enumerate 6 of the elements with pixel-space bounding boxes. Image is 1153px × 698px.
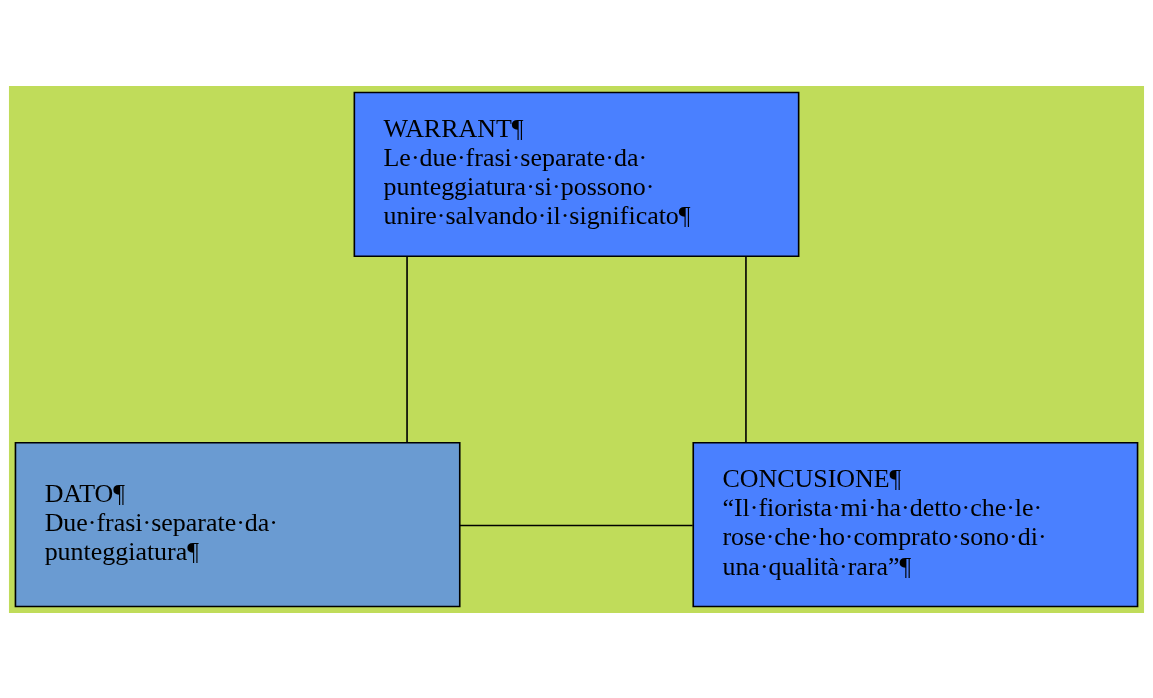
connector bbox=[459, 524, 694, 526]
node-box: CONCUSIONE¶ “Il·fiorista·mi·ha·detto·che·le· rose·che·ho·comprato·sono·di· una·qualità·rara”¶ bbox=[692, 441, 1139, 607]
node-box: DATO¶ Due·frasi·separate·da· punteggiatura¶ bbox=[14, 441, 461, 607]
node-box: WARRANT¶ Le·due·frasi·separate·da· punteggiatura·si·possono· unire·salvando·il·significato¶ bbox=[353, 91, 800, 257]
connector bbox=[406, 255, 408, 443]
connector bbox=[745, 255, 747, 443]
